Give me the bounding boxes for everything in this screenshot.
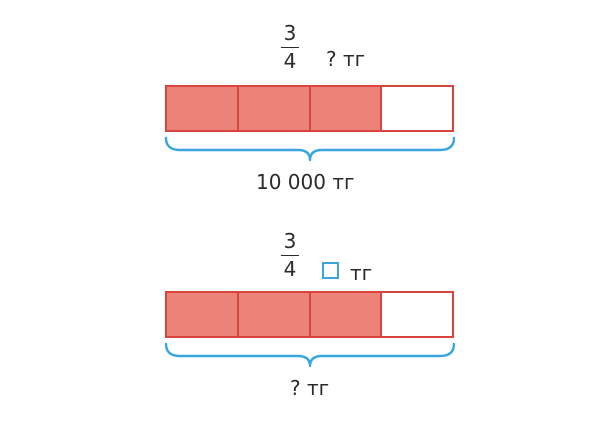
total-label: ? тг [290,376,330,400]
fraction-denominator: 4 [283,257,297,281]
segment-strip [165,85,454,132]
part-unit-label: тг [350,261,373,285]
segment-filled-2 [238,87,311,130]
fraction-three-quarters: 3 4 [275,23,305,73]
segment-filled-1 [167,87,239,130]
fraction-numerator: 3 [283,229,297,253]
fraction-numerator: 3 [283,21,297,45]
segment-filled-3 [310,293,383,336]
segment-strip [165,291,454,338]
curly-brace-icon [164,342,456,368]
curly-brace-icon [164,136,456,162]
segment-empty-4 [382,87,452,130]
part-label: ? тг [326,47,366,71]
segment-filled-3 [310,87,383,130]
segment-filled-2 [238,293,311,336]
fraction-bar [281,255,299,256]
answer-box[interactable] [322,262,339,279]
fraction-three-quarters: 3 4 [275,231,305,281]
segment-filled-1 [167,293,239,336]
fraction-bar [281,47,299,48]
fraction-denominator: 4 [283,49,297,73]
total-label: 10 000 тг [256,170,355,194]
segment-empty-4 [382,293,452,336]
